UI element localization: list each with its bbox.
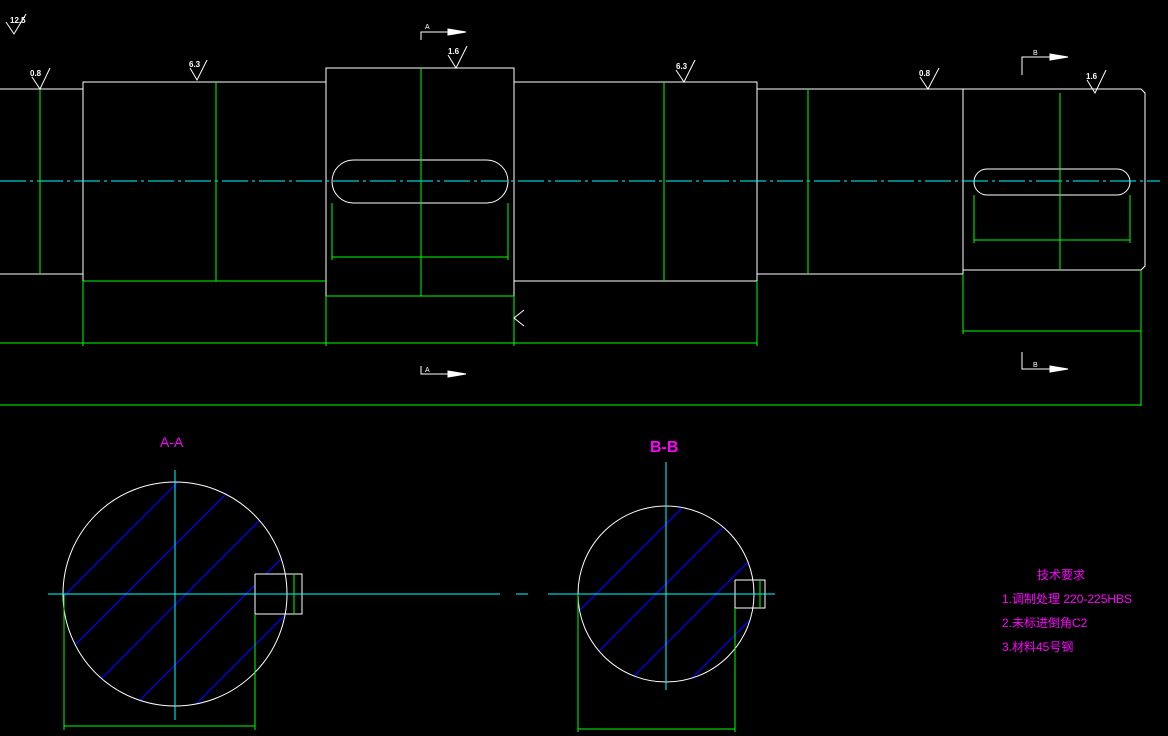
section-aa: A-A bbox=[48, 434, 318, 730]
marker-b-top: B bbox=[1033, 50, 1038, 57]
roughness-label-5: 0.8 bbox=[919, 69, 931, 78]
roughness-label-2: 6.3 bbox=[189, 60, 201, 69]
marker-a-bottom: A bbox=[425, 367, 430, 374]
tech-req-item-3: 3.材料45号钢 bbox=[1002, 640, 1073, 654]
roughness-label-4: 6.3 bbox=[676, 62, 688, 71]
section-bb-title: B-B bbox=[650, 439, 678, 456]
tech-requirements: 技术要求 1.调制处理 220-225HBS 2.未标进倒角C2 3.材料45号… bbox=[1002, 568, 1132, 654]
roughness-label-3: 1.6 bbox=[448, 47, 460, 56]
section-aa-title: A-A bbox=[160, 434, 184, 450]
tech-req-item-1: 1.调制处理 220-225HBS bbox=[1002, 592, 1132, 606]
dimension-lines bbox=[0, 68, 1142, 406]
keyway-b bbox=[973, 168, 1131, 196]
shaft-outline bbox=[0, 67, 1146, 297]
tech-req-item-2: 2.未标进倒角C2 bbox=[1002, 616, 1088, 630]
section-marker-labels: A A B B bbox=[425, 24, 1038, 374]
section-markers bbox=[420, 28, 1069, 378]
section-bb: B-B bbox=[300, 439, 775, 732]
roughness-corner-label: 12.5 bbox=[10, 16, 26, 25]
roughness-label-6: 1.6 bbox=[1086, 72, 1098, 81]
marker-b-bottom: B bbox=[1033, 362, 1038, 369]
roughness-symbols bbox=[5, 13, 1107, 327]
keyway-a bbox=[331, 159, 509, 204]
roughness-label-1: 0.8 bbox=[30, 69, 42, 78]
tech-req-title: 技术要求 bbox=[1037, 568, 1085, 582]
roughness-labels: 12.5 0.8 6.3 1.6 6.3 0.8 1.6 bbox=[10, 16, 1098, 81]
marker-a-top: A bbox=[425, 24, 430, 31]
